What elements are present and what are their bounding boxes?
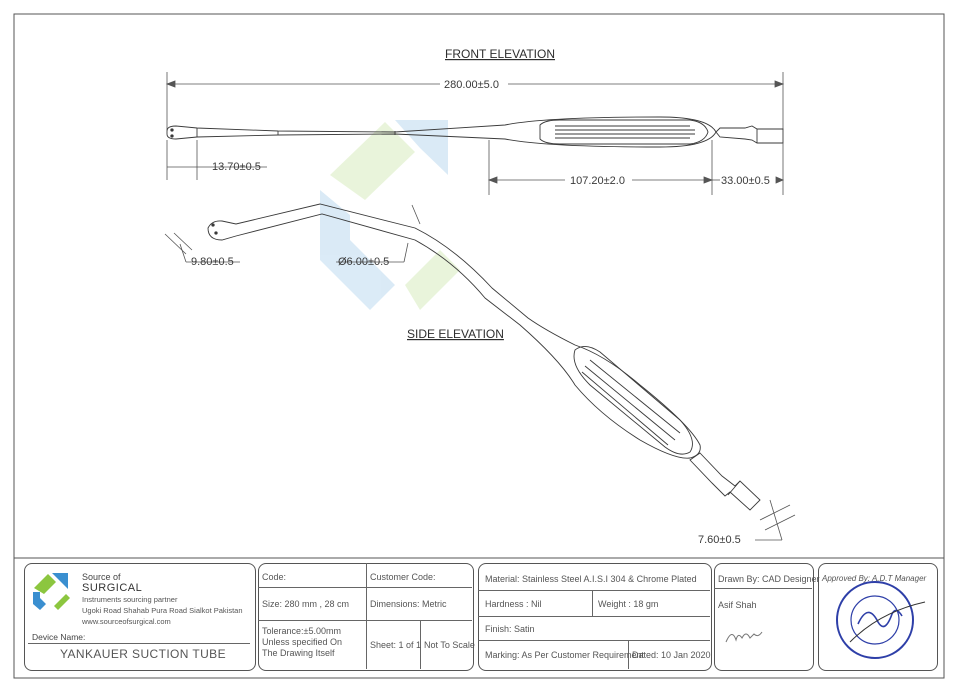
company-website: www.sourceofsurgical.com: [82, 617, 171, 626]
drawer-name: Asif Shah: [718, 600, 757, 610]
company-name-line1: Source of: [82, 572, 121, 582]
device-name-value: YANKAUER SUCTION TUBE: [60, 647, 226, 661]
spec-hdiv2: [258, 620, 472, 621]
outer-border: [13, 13, 945, 679]
approval-stamp: [836, 581, 926, 659]
dimensions-value: Dimensions: Metric: [370, 599, 447, 609]
drawn-by-label: Drawn By: CAD Designer: [718, 574, 820, 584]
spec-hdiv1: [258, 587, 472, 588]
company-name-line2: SURGICAL: [82, 582, 143, 594]
weight-value: Weight : 18 gm: [598, 599, 659, 609]
finish-value: Finish: Satin: [485, 624, 535, 634]
handle-length-dimension: [487, 140, 785, 195]
overall-length-label: 280.00±5.0: [444, 79, 499, 91]
sheet-value: Sheet: 1 of 1: [370, 640, 422, 650]
material-hdiv1: [478, 590, 710, 591]
weight-divider: [592, 590, 593, 616]
drawn-by-box: [714, 563, 814, 671]
device-name-label: Device Name:: [32, 632, 86, 642]
connector-diameter-label: 7.60±0.5: [698, 534, 741, 546]
tube-diameter-dimension: [336, 204, 421, 263]
connector-length-label: 33.00±0.5: [721, 175, 770, 187]
watermark-logo: [320, 120, 460, 310]
drawer-signature: [725, 631, 763, 643]
tolerance-line2: Unless specified On: [262, 637, 343, 647]
connector-diameter-dimension: [755, 499, 796, 541]
company-address: Ugoki Road Shahab Pura Road Sialkot Paki…: [82, 606, 243, 615]
tip-length-label: 13.70±0.5: [212, 161, 261, 173]
side-instrument: [207, 203, 761, 511]
dated-value: Dated: 10 Jan 2020: [632, 650, 711, 660]
tolerance-line3: The Drawing Itself: [262, 648, 335, 658]
marking-value: Marking: As Per Customer Requirement: [485, 650, 645, 660]
device-divider: [28, 643, 250, 644]
front-instrument: [166, 116, 784, 148]
approved-by-label: Approved By: A.D.T Manager: [822, 574, 927, 583]
scale-value: Not To Scale: [424, 640, 475, 650]
tube-diameter-label: Ø6.00±0.5: [338, 256, 389, 268]
company-box: [24, 563, 256, 671]
sheet-divider: [420, 620, 421, 669]
company-logo: [33, 573, 70, 610]
approval-box: [818, 563, 938, 671]
code-label: Code:: [262, 572, 287, 582]
tip-length-dimension: [166, 140, 267, 180]
material-box: [478, 563, 712, 671]
size-value: Size: 280 mm , 28 cm: [262, 599, 350, 609]
tip-diameter-label: 9.80±0.5: [191, 256, 234, 268]
side-elevation-title: SIDE ELEVATION: [407, 327, 504, 341]
tolerance-line1: Tolerance:±5.00mm: [262, 626, 341, 636]
material-value: Material: Stainless Steel A.I.S.I 304 & …: [485, 574, 697, 584]
customer-code-label: Customer Code:: [370, 572, 436, 582]
company-tagline: Instruments sourcing partner: [82, 595, 178, 604]
dated-divider: [628, 640, 629, 669]
front-elevation-title: FRONT ELEVATION: [445, 47, 555, 61]
overall-length-dimension: [165, 72, 785, 130]
material-hdiv3: [478, 640, 710, 641]
tip-diameter-dimension: [164, 232, 240, 263]
hardness-value: Hardness : Nil: [485, 599, 542, 609]
drawn-hdiv: [714, 588, 812, 589]
handle-length-label: 107.20±2.0: [570, 175, 625, 187]
spec-vdiv: [366, 563, 367, 669]
material-hdiv2: [478, 616, 710, 617]
